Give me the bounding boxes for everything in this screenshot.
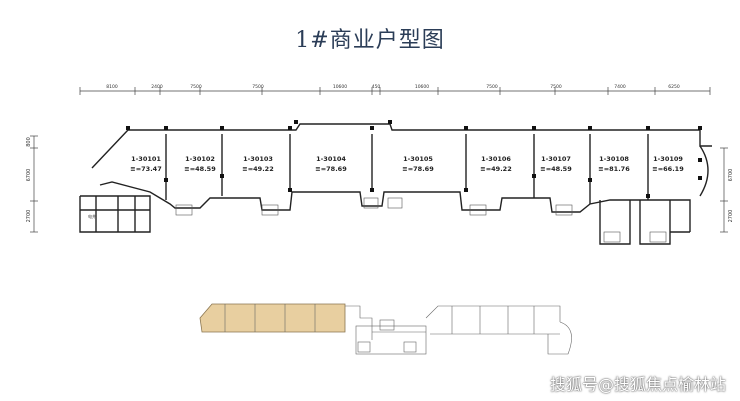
unit-area: ≡=78.69: [402, 165, 434, 173]
column: [698, 126, 702, 130]
column: [646, 194, 650, 198]
left-dimension-line: [30, 135, 38, 233]
top-dim-label: 10600: [333, 84, 347, 90]
top-dim-label: 450: [372, 84, 381, 90]
right-dim-label: 6700: [728, 169, 734, 182]
unit-code: 1-30108: [599, 155, 629, 163]
unit-code: 1-30107: [541, 155, 571, 163]
column: [370, 126, 374, 130]
unit-area: ≡=49.22: [242, 165, 273, 173]
unit-code: 1-30109: [653, 155, 683, 163]
column: [646, 126, 650, 130]
unit-code: 1-30105: [403, 155, 433, 163]
column: [532, 174, 536, 178]
unit-area: ≡=66.19: [652, 165, 684, 173]
top-dim-label: 7500: [252, 84, 264, 90]
top-dimension-labels: 8100 2400 7500 7500 10600 450 10600 7500 7500 740…: [106, 84, 680, 90]
right-dimension-line: [720, 147, 728, 233]
top-dim-label: 2400: [151, 84, 163, 90]
top-dim-label: 8100: [106, 84, 118, 90]
left-dim-label: 2700: [26, 210, 32, 223]
building-walls: [79, 123, 712, 245]
left-dim-label: 800: [26, 137, 32, 147]
left-dimension-labels: 800 6700 2700: [26, 137, 32, 222]
column: [588, 178, 592, 182]
column: [288, 188, 292, 192]
unit-area: ≡=78.69: [315, 165, 347, 173]
unit-code: 1-30102: [185, 155, 215, 163]
column: [370, 188, 374, 192]
column: [464, 126, 468, 130]
top-dim-label: 10600: [415, 84, 429, 90]
top-dim-label: 7500: [486, 84, 498, 90]
column: [126, 126, 130, 130]
structural-columns: [126, 120, 702, 198]
unit-code: 1-30101: [131, 155, 161, 163]
column: [294, 120, 298, 124]
right-dimension-labels: 6700 2700: [728, 169, 734, 223]
top-dim-label: 7500: [550, 84, 562, 90]
top-dim-label: 7400: [614, 84, 626, 90]
room-tag: 电井: [88, 213, 96, 219]
column: [388, 120, 392, 124]
unit-area: ≡=48.59: [540, 165, 572, 173]
column: [220, 174, 224, 178]
column: [164, 126, 168, 130]
unit-area: ≡=49.22: [480, 165, 511, 173]
unit-code: 1-30106: [481, 155, 511, 163]
room-details: [175, 197, 667, 243]
unit-labels: 1-30101 ≡=73.47 1-30102 ≡=48.59 1-30103 ≡=49.…: [130, 155, 684, 173]
left-dim-label: 6700: [26, 169, 32, 182]
top-dim-label: 7500: [190, 84, 202, 90]
top-dimension-line: [79, 87, 711, 95]
unit-area: ≡=48.59: [184, 165, 216, 173]
watermark: 搜狐号@搜狐焦点榆林站: [549, 375, 726, 394]
column: [698, 176, 702, 180]
column: [698, 158, 702, 162]
column: [588, 126, 592, 130]
unit-area: ≡=81.76: [598, 165, 630, 173]
unit-code: 1-30104: [316, 155, 346, 163]
unit-area: ≡=73.47: [130, 165, 161, 173]
unit-code: 1-30103: [243, 155, 273, 163]
column: [288, 126, 292, 130]
right-dim-label: 2700: [728, 210, 734, 223]
key-plan: [199, 303, 572, 355]
page-title: 1#商业户型图: [295, 28, 445, 53]
key-plan-highlight: [199, 303, 346, 333]
column: [220, 126, 224, 130]
column: [464, 188, 468, 192]
column: [164, 178, 168, 182]
column: [532, 126, 536, 130]
top-dim-label: 6250: [668, 84, 680, 90]
